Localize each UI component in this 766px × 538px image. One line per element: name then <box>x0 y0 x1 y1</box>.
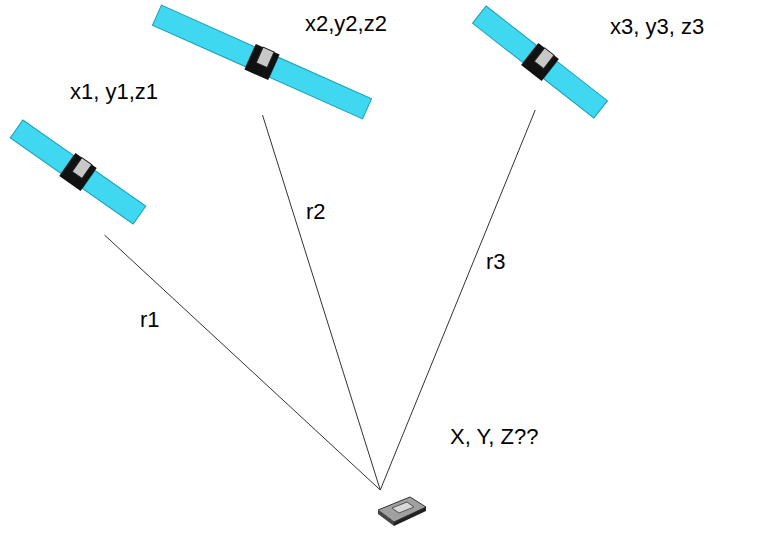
range-line <box>105 235 381 490</box>
range-line <box>263 115 381 490</box>
range-label: r1 <box>140 308 160 332</box>
satellite-node: x3, y3, z3 <box>515 30 560 110</box>
satellite-node: x1, y1,z1 <box>55 135 110 235</box>
coordinate-label: x1, y1,z1 <box>70 80 158 104</box>
receiver-node: X, Y, Z?? <box>372 490 427 528</box>
satellite-icon <box>471 4 610 121</box>
satellite-icon <box>9 118 148 227</box>
range-label: r2 <box>306 200 326 224</box>
coordinate-label: x2,y2,z2 <box>305 12 387 36</box>
phone-icon <box>378 497 426 526</box>
range-label: r3 <box>486 250 506 274</box>
coordinate-label: x3, y3, z3 <box>610 15 704 39</box>
coordinate-label: X, Y, Z?? <box>450 425 538 449</box>
satellite-node: x2,y2,z2 <box>240 40 285 115</box>
